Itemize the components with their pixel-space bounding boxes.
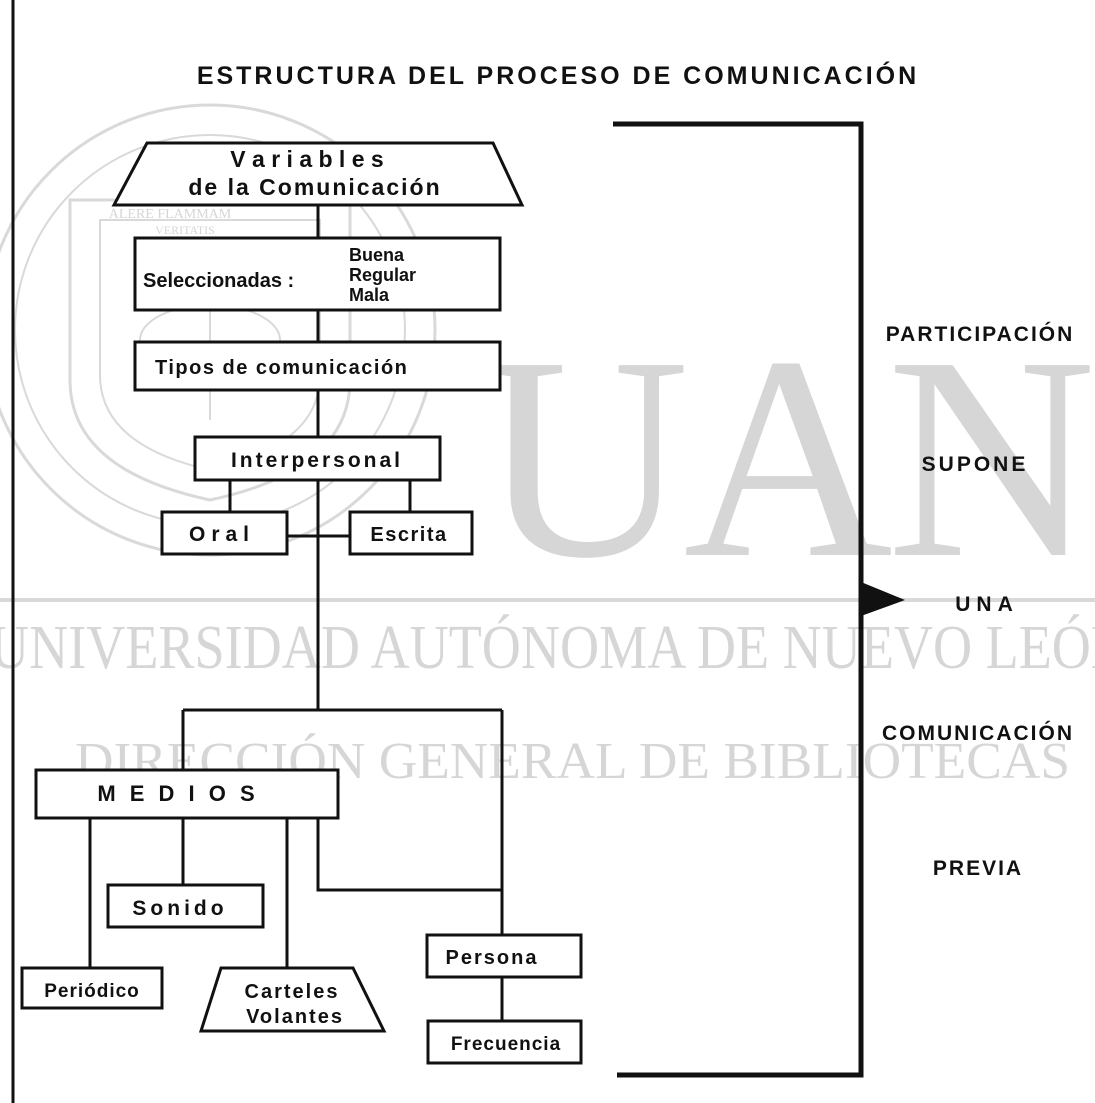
sonido-label: Sonido <box>132 897 227 920</box>
frecuencia-label: Frecuencia <box>451 1034 561 1055</box>
right-text-supone: SUPONE <box>922 453 1029 476</box>
buena-option: Buena <box>349 245 405 265</box>
carteles-label-2: Volantes <box>246 1006 344 1028</box>
connectors <box>88 205 504 1021</box>
persona-node <box>425 933 583 979</box>
medios-label: M E D I O S <box>97 781 258 806</box>
carteles-label-1: Carteles <box>245 981 340 1003</box>
page-title: ESTRUCTURA DEL PROCESO DE COMUNICACIÓN <box>197 60 919 90</box>
regular-option: Regular <box>349 265 416 285</box>
medios-node <box>34 768 340 820</box>
tipos-label: Tipos de comunicación <box>155 357 408 379</box>
right-text-previa: PREVIA <box>933 857 1023 880</box>
bracket-arrow <box>861 582 905 616</box>
watermark: ALERE FLAMMAM VERITATIS UANL UNIVERSIDAD… <box>0 103 1095 790</box>
escrita-label: Escrita <box>370 524 447 546</box>
right-text-participacion: PARTICIPACIÓN <box>886 322 1075 346</box>
seleccionadas-label: Seleccionadas : <box>143 270 294 292</box>
tipos-node <box>133 340 502 392</box>
oral-label: Oral <box>189 523 255 546</box>
seal-motto-1: ALERE FLAMMAM <box>109 207 232 222</box>
mala-option: Mala <box>349 285 390 305</box>
frecuencia-node <box>426 1019 583 1065</box>
escrita-node <box>348 510 474 556</box>
watermark-big-letters: UANL <box>480 297 1095 618</box>
periodico-node <box>20 966 164 1010</box>
sonido-node <box>106 883 265 929</box>
persona-label: Persona <box>446 947 539 969</box>
watermark-line-1: UNIVERSIDAD AUTÓNOMA DE NUEVO LEÓN <box>0 614 1095 682</box>
seal-motto-2: VERITATIS <box>155 223 215 237</box>
interpersonal-label: Interpersonal <box>231 449 403 472</box>
periodico-label: Periódico <box>44 981 140 1002</box>
right-text-una: UNA <box>955 593 1019 616</box>
variables-label-1: V a r i a b l e s <box>230 146 383 172</box>
interpersonal-node <box>193 435 442 482</box>
variables-node <box>111 141 525 207</box>
right-text-comunicacion: COMUNICACIÓN <box>882 721 1074 745</box>
seleccionadas-node <box>133 236 502 312</box>
carteles-node <box>198 966 387 1033</box>
oral-node <box>160 510 289 556</box>
variables-label-2: de la Comunicación <box>188 174 441 200</box>
